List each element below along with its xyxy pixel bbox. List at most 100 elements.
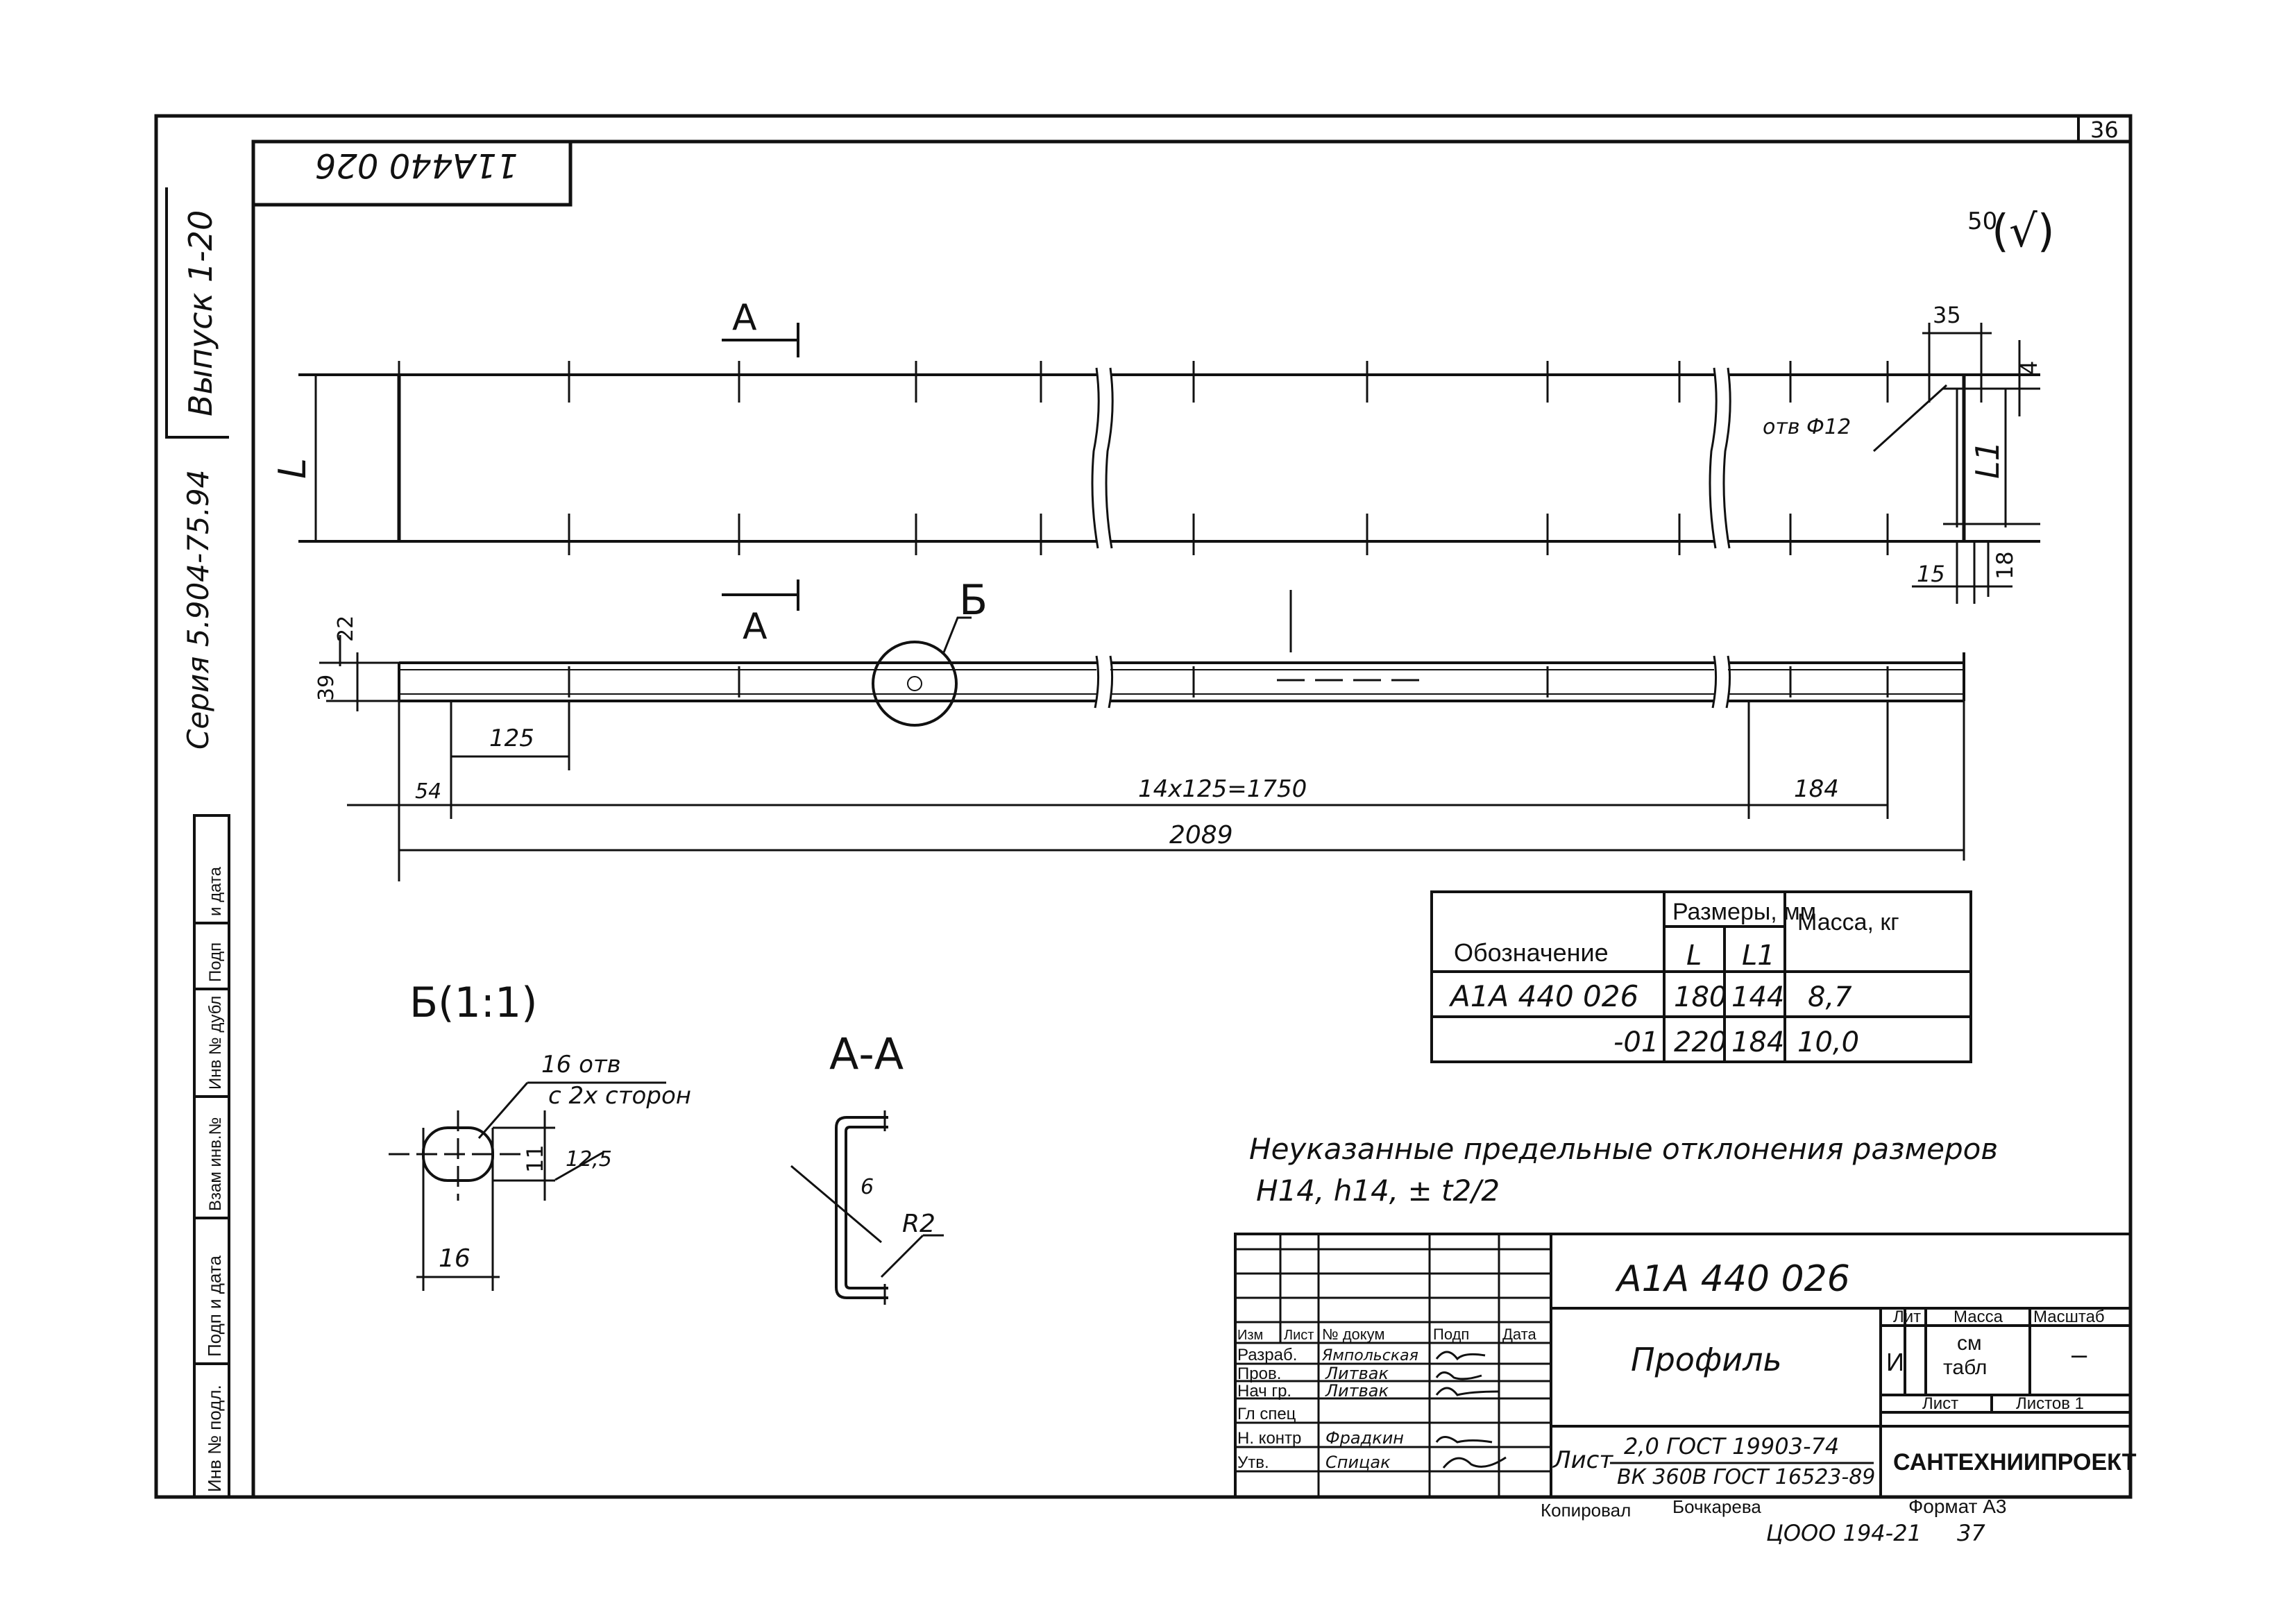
tb-scale-value: – xyxy=(2071,1339,2087,1370)
tb-inventory-page: 37 xyxy=(1957,1520,1985,1546)
tb-h-list: Лист xyxy=(1284,1328,1314,1343)
detail-b-dim-125: 12,5 xyxy=(566,1147,612,1172)
left-strip-6: и дата xyxy=(206,866,225,916)
table-row-1-mass: 8,7 xyxy=(1808,981,1852,1013)
section-mark-bottom: A xyxy=(743,606,768,648)
table-row-1-l1: 144 xyxy=(1731,981,1784,1013)
left-strip-3: Взам инв.№ xyxy=(206,1117,225,1211)
tb-role-2: Пров. xyxy=(1237,1364,1281,1383)
table-row-2-designation: -01 xyxy=(1613,1026,1659,1058)
series-label: Серия 5.904-75.94 xyxy=(181,470,215,750)
tb-role-6: Утв. xyxy=(1237,1453,1269,1472)
tb-role-5: Н. контр xyxy=(1237,1429,1301,1448)
issue-label: Выпуск 1-20 xyxy=(182,210,219,416)
dim-22: 22 xyxy=(334,616,358,642)
tolerance-line-2: Н14, h14, ± t2/2 xyxy=(1256,1174,1500,1208)
dim-18: 18 xyxy=(1992,551,2018,580)
tb-sheet-label: Лист xyxy=(1922,1394,1958,1413)
page-number-box xyxy=(2077,115,2132,143)
tb-copied-name: Бочкарева xyxy=(1672,1496,1761,1517)
section-aa-r2: R2 xyxy=(902,1210,935,1238)
left-strip-2: Подп и дата xyxy=(204,1255,225,1357)
tb-inventory: ЦООО 194-21 xyxy=(1766,1520,1922,1546)
tb-scale-label: Масштаб xyxy=(2033,1308,2105,1326)
left-strip-4: Инв № дубл xyxy=(206,996,225,1090)
tb-mass-label: Масса xyxy=(1954,1308,2003,1326)
left-strip-5: Подп xyxy=(206,942,225,982)
section-mark-top: A xyxy=(732,297,757,339)
tb-role-1: Разраб. xyxy=(1237,1346,1297,1364)
title-block-code: А1А 440 026 xyxy=(1615,1258,1850,1300)
detail-b-dim-16: 16 xyxy=(439,1244,471,1273)
table-row-2-l1: 184 xyxy=(1731,1026,1784,1058)
table-col-l1: L1 xyxy=(1742,940,1775,972)
detail-b-note-1: 16 отв xyxy=(541,1051,621,1079)
tb-copied-label: Копировал xyxy=(1541,1500,1631,1521)
dim-54: 54 xyxy=(415,779,441,804)
table-col-mass: Масса, кг xyxy=(1797,909,1899,936)
dim-125: 125 xyxy=(489,725,534,752)
table-row-1-designation: А1А 440 026 xyxy=(1448,979,1638,1013)
tb-name-5: Фрадкин xyxy=(1325,1428,1404,1448)
tb-mass-value-1: см xyxy=(1957,1332,1982,1355)
hole-note: отв Ф12 xyxy=(1763,415,1851,439)
tb-material-line-1: 2,0 ГОСТ 19903-74 xyxy=(1624,1433,1839,1460)
dim-15: 15 xyxy=(1917,561,1945,587)
table-row-2-l: 220 xyxy=(1674,1026,1727,1058)
tb-role-3: Нач гр. xyxy=(1237,1382,1291,1401)
tb-lit-value: И xyxy=(1886,1348,1904,1376)
dim-chain: 14x125=1750 xyxy=(1138,775,1307,803)
tb-material-line-2: ВК 360В ГОСТ 16523-89 xyxy=(1617,1465,1875,1489)
tb-h-doc: № докум xyxy=(1322,1326,1385,1343)
issue-box xyxy=(165,187,229,439)
sheet-texts: 36 11A440 026 50 (√) Серия 5.904-75.94 В… xyxy=(181,117,2137,1546)
tb-sheets-label: Листов 1 xyxy=(2016,1394,2084,1413)
size-table xyxy=(1430,890,1972,1063)
tb-material-label: Лист xyxy=(1552,1446,1613,1474)
dim-total: 2089 xyxy=(1169,821,1233,849)
section-aa-title: А-А xyxy=(829,1029,904,1079)
dim-39: 39 xyxy=(314,675,339,701)
tb-name-3: Литвак xyxy=(1325,1381,1389,1401)
side-view xyxy=(319,580,1965,881)
table-row-1-l: 180 xyxy=(1674,981,1727,1013)
tb-role-4: Гл спец xyxy=(1237,1405,1296,1423)
tb-h-date: Дата xyxy=(1502,1326,1536,1343)
table-col-l: L xyxy=(1686,940,1702,972)
inner-frame xyxy=(251,139,2133,1499)
roughness-value: 50 xyxy=(1967,208,1997,235)
tb-lit-label: Лит xyxy=(1893,1308,1921,1326)
roughness-symbol: (√) xyxy=(1992,206,2055,257)
tolerance-line-1: Неуказанные предельные отклонения размер… xyxy=(1249,1132,1998,1166)
table-col-sizes: Размеры, мм xyxy=(1672,899,1816,925)
top-code: 11A440 026 xyxy=(315,146,518,185)
page-number: 36 xyxy=(2090,117,2119,143)
left-strip xyxy=(193,814,230,1498)
tb-org: САНТЕХНИИПРОЕКТ xyxy=(1893,1449,2137,1475)
tb-mass-value-2: табл xyxy=(1943,1356,1987,1379)
detail-b-title: Б(1:1) xyxy=(409,979,538,1027)
main-view xyxy=(298,323,2040,604)
callout-b-label: Б xyxy=(959,576,988,625)
title-block xyxy=(1234,1233,2132,1498)
dim-184: 184 xyxy=(1794,775,1839,803)
dim-l1: L1 xyxy=(1969,441,2006,479)
table-row-2-mass: 10,0 xyxy=(1797,1026,1859,1058)
detail-b-view xyxy=(389,1081,666,1291)
section-aa-view xyxy=(790,1110,944,1305)
tb-signatures xyxy=(1435,1351,1507,1469)
title-block-name: Профиль xyxy=(1631,1341,1782,1378)
left-strip-1: Инв № подл. xyxy=(204,1385,225,1492)
detail-b-callout xyxy=(872,641,958,727)
detail-b-dim-11: 11 xyxy=(522,1144,548,1173)
tb-format: Формат А3 xyxy=(1908,1496,2007,1517)
dim-l-main: L xyxy=(271,458,314,479)
top-code-box xyxy=(253,142,573,207)
tb-name-1: Ямпольская xyxy=(1321,1347,1418,1364)
dim-4: 4 xyxy=(2016,361,2042,375)
tb-name-6: Спицак xyxy=(1325,1453,1391,1472)
section-aa-dim-6: 6 xyxy=(861,1175,874,1199)
tb-name-2: Литвак xyxy=(1325,1364,1389,1383)
tb-h-izm: Изм xyxy=(1237,1328,1263,1343)
